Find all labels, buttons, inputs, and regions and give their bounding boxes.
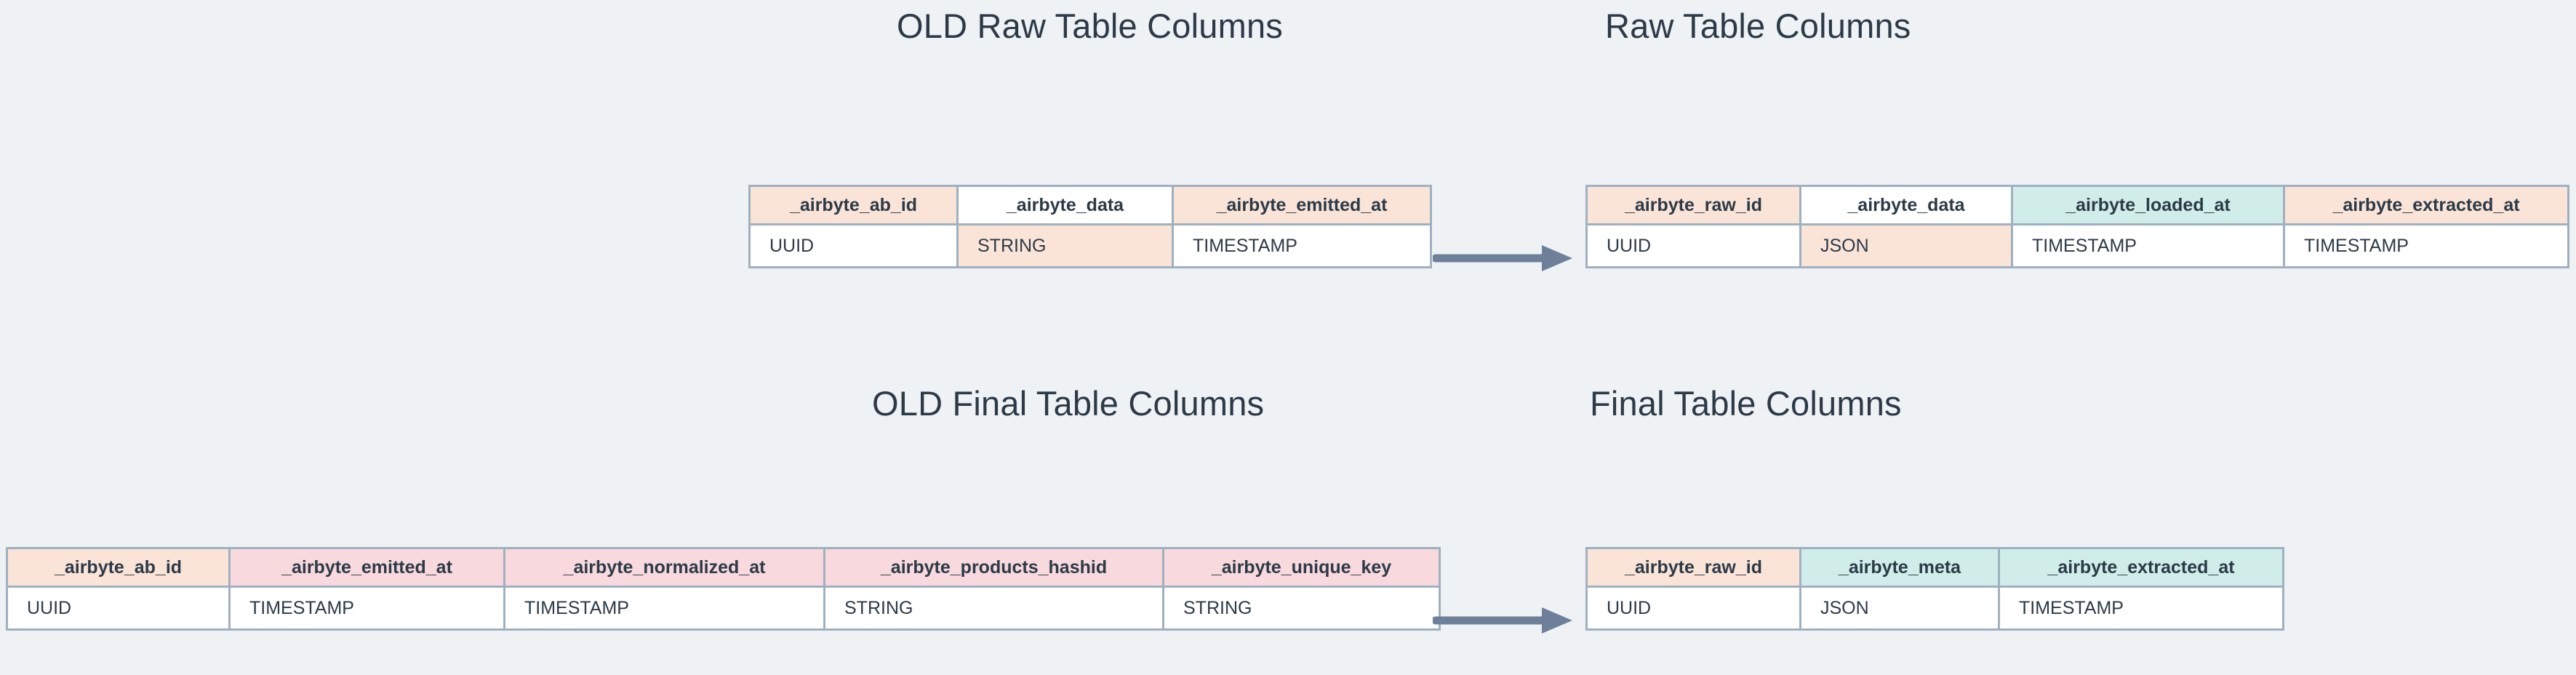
column-header-cell: _airbyte_emitted_at — [1172, 187, 1430, 225]
column-header-cell: _airbyte_raw_id — [1588, 187, 1799, 225]
table-type-row: UUID JSON TIMESTAMP TIMESTAMP — [1588, 225, 2567, 266]
column-type-cell: STRING — [956, 225, 1172, 266]
column-type-cell: JSON — [1799, 225, 2011, 266]
table-type-row: UUID STRING TIMESTAMP — [751, 225, 1430, 266]
table-header-row: _airbyte_raw_id _airbyte_meta _airbyte_e… — [1588, 549, 2282, 588]
table-final-columns: _airbyte_raw_id _airbyte_meta _airbyte_e… — [1585, 547, 2284, 631]
title-old-final-table-columns: OLD Final Table Columns — [872, 384, 1265, 423]
table-header-row: _airbyte_ab_id _airbyte_emitted_at _airb… — [8, 549, 1439, 588]
column-header-cell: _airbyte_emitted_at — [228, 549, 503, 588]
table-header-row: _airbyte_ab_id _airbyte_data _airbyte_em… — [751, 187, 1430, 225]
column-header-cell: _airbyte_extracted_at — [1998, 549, 2282, 588]
column-type-cell: STRING — [1162, 588, 1439, 628]
column-header-cell: _airbyte_unique_key — [1162, 549, 1439, 588]
table-type-row: UUID JSON TIMESTAMP — [1588, 588, 2282, 628]
column-header-cell: _airbyte_products_hashid — [823, 549, 1162, 588]
column-header-cell: _airbyte_loaded_at — [2011, 187, 2283, 225]
column-header-cell: _airbyte_normalized_at — [503, 549, 823, 588]
title-old-raw-table-columns: OLD Raw Table Columns — [897, 7, 1283, 45]
table-raw-columns: _airbyte_raw_id _airbyte_data _airbyte_l… — [1585, 185, 2569, 268]
column-header-cell: _airbyte_meta — [1799, 549, 1998, 588]
column-header-cell: _airbyte_raw_id — [1588, 549, 1799, 588]
column-type-cell: UUID — [751, 225, 956, 266]
column-type-cell: UUID — [8, 588, 228, 628]
table-old-final-columns: _airbyte_ab_id _airbyte_emitted_at _airb… — [6, 547, 1441, 631]
column-header-cell: _airbyte_ab_id — [8, 549, 228, 588]
column-type-cell: TIMESTAMP — [228, 588, 503, 628]
column-type-cell: UUID — [1588, 225, 1799, 266]
table-header-row: _airbyte_raw_id _airbyte_data _airbyte_l… — [1588, 187, 2567, 225]
column-type-cell: UUID — [1588, 588, 1799, 628]
column-type-cell: STRING — [823, 588, 1162, 628]
column-header-cell: _airbyte_ab_id — [751, 187, 956, 225]
title-raw-table-columns: Raw Table Columns — [1605, 7, 1911, 45]
table-type-row: UUID TIMESTAMP TIMESTAMP STRING STRING — [8, 588, 1439, 628]
column-header-cell: _airbyte_data — [956, 187, 1172, 225]
column-type-cell: TIMESTAMP — [1998, 588, 2282, 628]
column-type-cell: TIMESTAMP — [2283, 225, 2567, 266]
arrow-right-icon-raw — [1431, 243, 1578, 273]
column-header-cell: _airbyte_data — [1799, 187, 2011, 225]
title-final-table-columns: Final Table Columns — [1590, 384, 1902, 423]
column-type-cell: JSON — [1799, 588, 1998, 628]
column-type-cell: TIMESTAMP — [503, 588, 823, 628]
column-type-cell: TIMESTAMP — [1172, 225, 1430, 266]
column-type-cell: TIMESTAMP — [2011, 225, 2283, 266]
column-header-cell: _airbyte_extracted_at — [2283, 187, 2567, 225]
arrow-right-icon-final — [1431, 605, 1578, 636]
table-old-raw-columns: _airbyte_ab_id _airbyte_data _airbyte_em… — [748, 185, 1432, 268]
